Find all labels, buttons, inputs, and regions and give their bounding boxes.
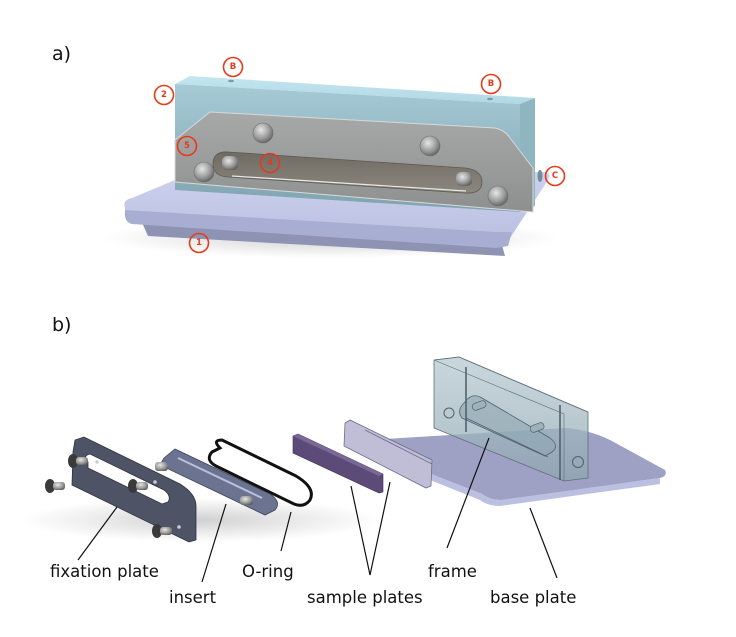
leader-insert bbox=[201, 503, 227, 583]
label-base-plate: base plate bbox=[490, 588, 576, 607]
leader-base-plate bbox=[529, 507, 558, 579]
callout-text: 1 bbox=[196, 238, 202, 248]
fixation-plate-assembled bbox=[174, 111, 534, 213]
leader-frame bbox=[446, 437, 490, 549]
shadow bbox=[20, 498, 380, 542]
label-fixation-plate: fixation plate bbox=[50, 562, 159, 581]
insert bbox=[155, 448, 278, 516]
frame-exploded bbox=[433, 356, 589, 482]
leader-fixation-plate bbox=[77, 506, 118, 561]
callout-text: 4 bbox=[267, 158, 273, 168]
callout-text: B bbox=[230, 62, 236, 72]
panel-b-label: b) bbox=[52, 314, 71, 336]
callout-4: 4 bbox=[259, 152, 281, 174]
callout-5: 5 bbox=[176, 135, 198, 157]
callout-text: B bbox=[488, 79, 494, 89]
port-hole-B-right bbox=[487, 97, 493, 101]
label-insert: insert bbox=[169, 588, 217, 607]
screw-top-left bbox=[252, 122, 274, 144]
pin-right bbox=[456, 172, 472, 186]
label-sample-plates: sample plates bbox=[307, 588, 423, 607]
o-ring bbox=[207, 438, 313, 507]
port-hole-B-left bbox=[228, 79, 234, 83]
pin-left bbox=[222, 156, 238, 170]
callout-2: 2 bbox=[153, 84, 175, 106]
callout-C: C bbox=[544, 165, 566, 187]
panel-a-label: a) bbox=[52, 43, 71, 65]
leader-o-ring bbox=[280, 511, 292, 552]
screw-top-right bbox=[419, 135, 441, 157]
inlet-hole-C bbox=[537, 170, 543, 182]
screw-bottom-left bbox=[193, 161, 215, 183]
leader-sample-plates bbox=[350, 481, 391, 576]
panel-a: a) bbox=[52, 43, 566, 258]
callout-text: C bbox=[552, 171, 558, 181]
sample-plate-frosted bbox=[343, 419, 433, 489]
fixation-plate-exploded bbox=[45, 436, 197, 543]
callout-text: 2 bbox=[161, 90, 167, 100]
callout-B-left: B bbox=[222, 56, 244, 78]
panel-a-model bbox=[100, 76, 560, 258]
base-plate-exploded bbox=[365, 428, 666, 506]
sample-plate-purple bbox=[292, 433, 384, 494]
callout-1: 1 bbox=[188, 232, 210, 254]
callout-text: 5 bbox=[184, 141, 190, 151]
label-o-ring: O-ring bbox=[242, 562, 294, 581]
callout-B-right: B bbox=[480, 73, 502, 95]
screw-bottom-right bbox=[487, 185, 509, 207]
label-frame: frame bbox=[428, 562, 477, 581]
panel-b: b) bbox=[20, 314, 666, 607]
